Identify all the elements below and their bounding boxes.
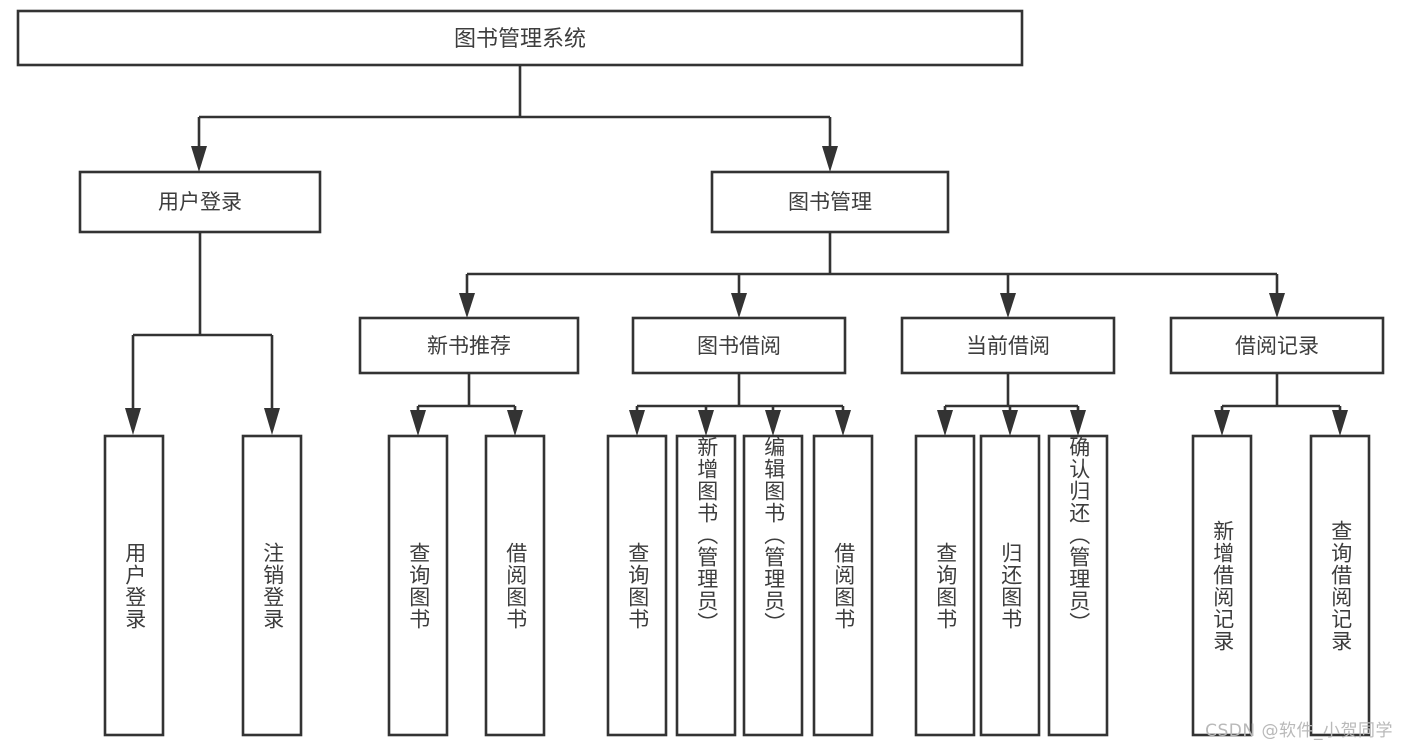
book-borrow-box[interactable]: [631, 316, 847, 375]
arrowhead-newbook-l1: [410, 410, 426, 436]
leaf-box-current-borrow-0[interactable]: [914, 434, 976, 737]
node-borrow-record[interactable]: 借阅记录: [1169, 316, 1385, 375]
arrowhead-bookmgmt-c2: [731, 293, 747, 318]
arrowhead-bookborrow-l3: [765, 410, 781, 436]
leaf-box-borrow-record-1[interactable]: [1309, 434, 1371, 737]
leaf-box-book-borrow-1[interactable]: [675, 434, 737, 737]
new-book-recommend-box[interactable]: [358, 316, 580, 375]
node-book-borrow[interactable]: 图书借阅: [631, 316, 847, 375]
arrowhead-currentborrow-l3: [1070, 410, 1086, 436]
leaf-box-current-borrow-1[interactable]: [979, 434, 1041, 737]
arrowhead-currentborrow-l2: [1002, 410, 1018, 436]
arrowhead-to-bookmgmt: [822, 146, 838, 172]
leaf-box-new-book-1[interactable]: [484, 434, 546, 737]
arrowhead-to-userlogin: [191, 146, 207, 172]
book-management-box[interactable]: [710, 170, 950, 234]
current-borrow-label: 当前借阅: [966, 334, 1050, 358]
leaf-box-book-borrow-2[interactable]: [742, 434, 804, 737]
user-login-label: 用户登录: [158, 190, 242, 214]
book-management-label: 图书管理: [788, 190, 872, 214]
arrowhead-newbook-l2: [507, 410, 523, 436]
arrowhead-borrowrecord-l2: [1332, 410, 1348, 436]
arrowhead-bookborrow-l4: [835, 410, 851, 436]
borrow-record-box[interactable]: [1169, 316, 1385, 375]
root-box[interactable]: [16, 9, 1024, 67]
node-user-login[interactable]: 用户登录: [78, 170, 322, 234]
arrowhead-bookmgmt-c4: [1269, 293, 1285, 318]
arrowhead-bookborrow-l2: [698, 410, 714, 436]
node-current-borrow[interactable]: 当前借阅: [900, 316, 1116, 375]
leaf-box-current-borrow-2[interactable]: [1047, 434, 1109, 737]
book-borrow-label: 图书借阅: [697, 334, 781, 358]
leaf-box-user-login-1[interactable]: [241, 434, 303, 737]
arrowhead-borrowrecord-l1: [1214, 410, 1230, 436]
leaf-box-book-borrow-3[interactable]: [812, 434, 874, 737]
leaf-box-new-book-0[interactable]: [387, 434, 449, 737]
arrowhead-bookmgmt-c3: [1000, 293, 1016, 318]
arrowhead-bookborrow-l1: [629, 410, 645, 436]
leaf-box-book-borrow-0[interactable]: [606, 434, 668, 737]
watermark-text: CSDN @软件_小贺同学: [1205, 721, 1393, 741]
node-new-book-recommend[interactable]: 新书推荐: [358, 316, 580, 375]
current-borrow-box[interactable]: [900, 316, 1116, 375]
arrowhead-userlogin-leaf1: [125, 408, 141, 435]
leaf-box-user-login-0[interactable]: [103, 434, 165, 737]
arrowhead-bookmgmt-c1: [459, 293, 475, 318]
node-root[interactable]: 图书管理系统: [16, 9, 1024, 67]
leaf-box-borrow-record-0[interactable]: [1191, 434, 1253, 737]
root-label: 图书管理系统: [454, 27, 586, 52]
arrowhead-userlogin-leaf2: [264, 408, 280, 435]
node-book-management[interactable]: 图书管理: [710, 170, 950, 234]
borrow-record-label: 借阅记录: [1235, 334, 1319, 358]
new-book-recommend-label: 新书推荐: [427, 334, 511, 358]
arrowhead-currentborrow-l1: [937, 410, 953, 436]
